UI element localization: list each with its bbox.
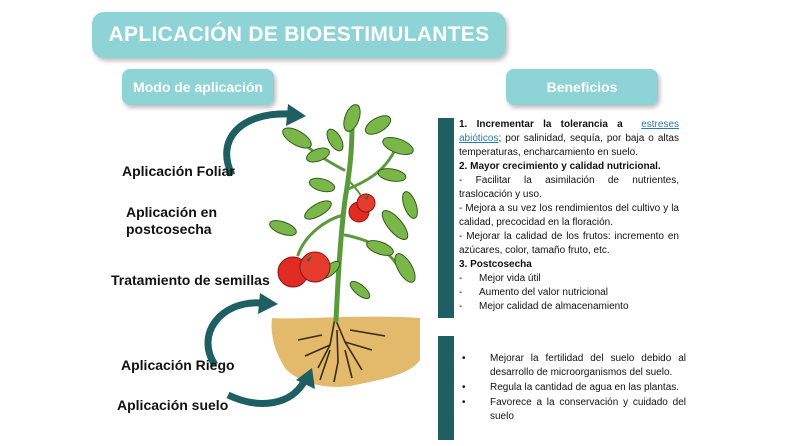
benefit-3-heading: 3. Postcosecha — [459, 259, 532, 270]
method-foliar: Aplicación Foliar — [122, 163, 235, 179]
arrow-suelo — [226, 378, 309, 407]
benefit-1: 1. Incrementar la tolerancia a estreses … — [459, 119, 680, 158]
arrow-semillas — [204, 299, 263, 367]
list-item: •Regula la cantidad de agua en las plant… — [462, 382, 680, 393]
method-postcosecha-line1: Aplicación en — [126, 204, 218, 220]
arrow-semillas-head — [258, 293, 278, 314]
mode-header: Modo de aplicación — [122, 69, 274, 105]
list-item: •Favorece a la conservación y cuidado de… — [462, 397, 686, 422]
benefits-list: 1. Incrementar la tolerancia a estreses … — [459, 118, 679, 314]
tomato-fruits — [277, 193, 376, 288]
arrow-foliar — [223, 110, 291, 177]
benefit-2-item: - Mejora a su vez los rendimientos del c… — [459, 203, 679, 228]
benefit-3-item: - Mejor vida útil — [459, 273, 541, 284]
method-postcosecha-line2: postcosecha — [126, 221, 212, 237]
benefit-3-item: - Aumento del valor nutricional — [459, 287, 608, 298]
benefit-2-item: - Mejorar la calidad de los frutos: incr… — [459, 231, 679, 256]
arrows — [204, 110, 309, 407]
arrow-foliar-head — [286, 104, 306, 126]
benefit-2-heading: 2. Mayor crecimiento y calidad nutricion… — [459, 161, 661, 172]
method-semillas: Tratamiento de semillas — [111, 272, 270, 288]
benefits-header: Beneficios — [506, 69, 658, 105]
method-riego: Aplicación Riego — [121, 357, 235, 373]
leaves — [269, 104, 418, 300]
method-suelo: Aplicación suelo — [117, 397, 229, 413]
roots — [297, 317, 386, 383]
benefits-bar-bottom — [438, 336, 454, 440]
benefits-bar-top — [438, 118, 454, 318]
arrow-suelo-head — [296, 368, 315, 389]
abiotic-stress-link[interactable]: estreses abióticos — [459, 119, 680, 144]
soil-benefits-list: •Mejorar la fertilidad del suelo debido … — [462, 352, 686, 425]
benefit-3-item: - Mejor calidad de almacenamiento — [459, 301, 629, 312]
list-item: •Mejorar la fertilidad del suelo debido … — [462, 353, 686, 378]
page-title: APLICACIÓN DE BIOESTIMULANTES — [92, 12, 506, 58]
benefit-2-item: - Facilitar la asimilación de nutrientes… — [459, 175, 679, 200]
